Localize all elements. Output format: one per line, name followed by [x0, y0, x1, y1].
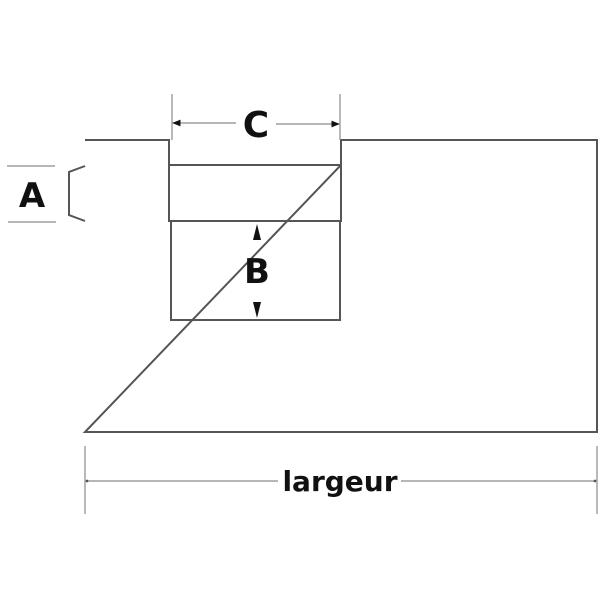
shackle-band	[168, 164, 342, 222]
label-c: C	[243, 105, 269, 146]
lock-body	[82, 139, 598, 433]
side-lug	[68, 165, 86, 222]
dimension-b-arrow-up	[253, 224, 261, 240]
label-width: largeur	[282, 465, 397, 498]
shackle-opening	[170, 221, 341, 321]
label-b: B	[244, 252, 270, 292]
dimension-b-arrow-down	[253, 302, 261, 318]
label-a: A	[19, 176, 46, 216]
